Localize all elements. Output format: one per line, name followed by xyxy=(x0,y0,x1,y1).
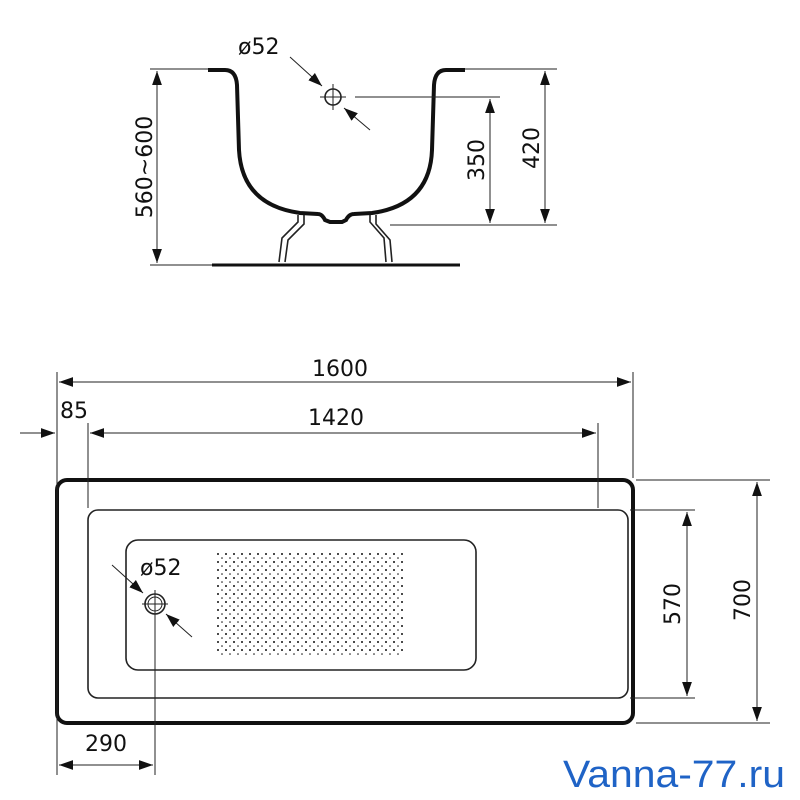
inner-length-label: 1420 xyxy=(308,406,364,431)
tub-basin xyxy=(125,539,477,671)
right-leg xyxy=(369,215,393,263)
inner-width-label: 570 xyxy=(661,583,686,625)
side-view: ø52 560~600 350 420 xyxy=(133,35,557,267)
width-label: 700 xyxy=(731,579,756,621)
dimension-arrow xyxy=(111,564,144,594)
dimension-arrow xyxy=(343,107,371,131)
top-drain-diameter-label: ø52 xyxy=(140,556,181,581)
side-drain-diameter-label: ø52 xyxy=(238,35,279,60)
left-leg xyxy=(278,215,305,263)
watermark: Vanna-77.ru xyxy=(563,754,785,796)
top-view: ø52 1600 1420 85 570 700 290 xyxy=(20,357,770,775)
dimension-arrow xyxy=(165,613,193,638)
drain-offset-label: 290 xyxy=(85,732,127,757)
tub-inner-edge xyxy=(87,509,629,699)
drain-height-label: 350 xyxy=(465,139,490,181)
height-total-label: 560~600 xyxy=(133,116,158,218)
rim-offset-label: 85 xyxy=(60,399,88,424)
tub-cross-section xyxy=(208,68,465,224)
dimension-arrow xyxy=(289,56,323,87)
anti-slip-pattern xyxy=(215,553,403,655)
depth-label: 420 xyxy=(520,127,545,169)
length-label: 1600 xyxy=(312,357,368,382)
